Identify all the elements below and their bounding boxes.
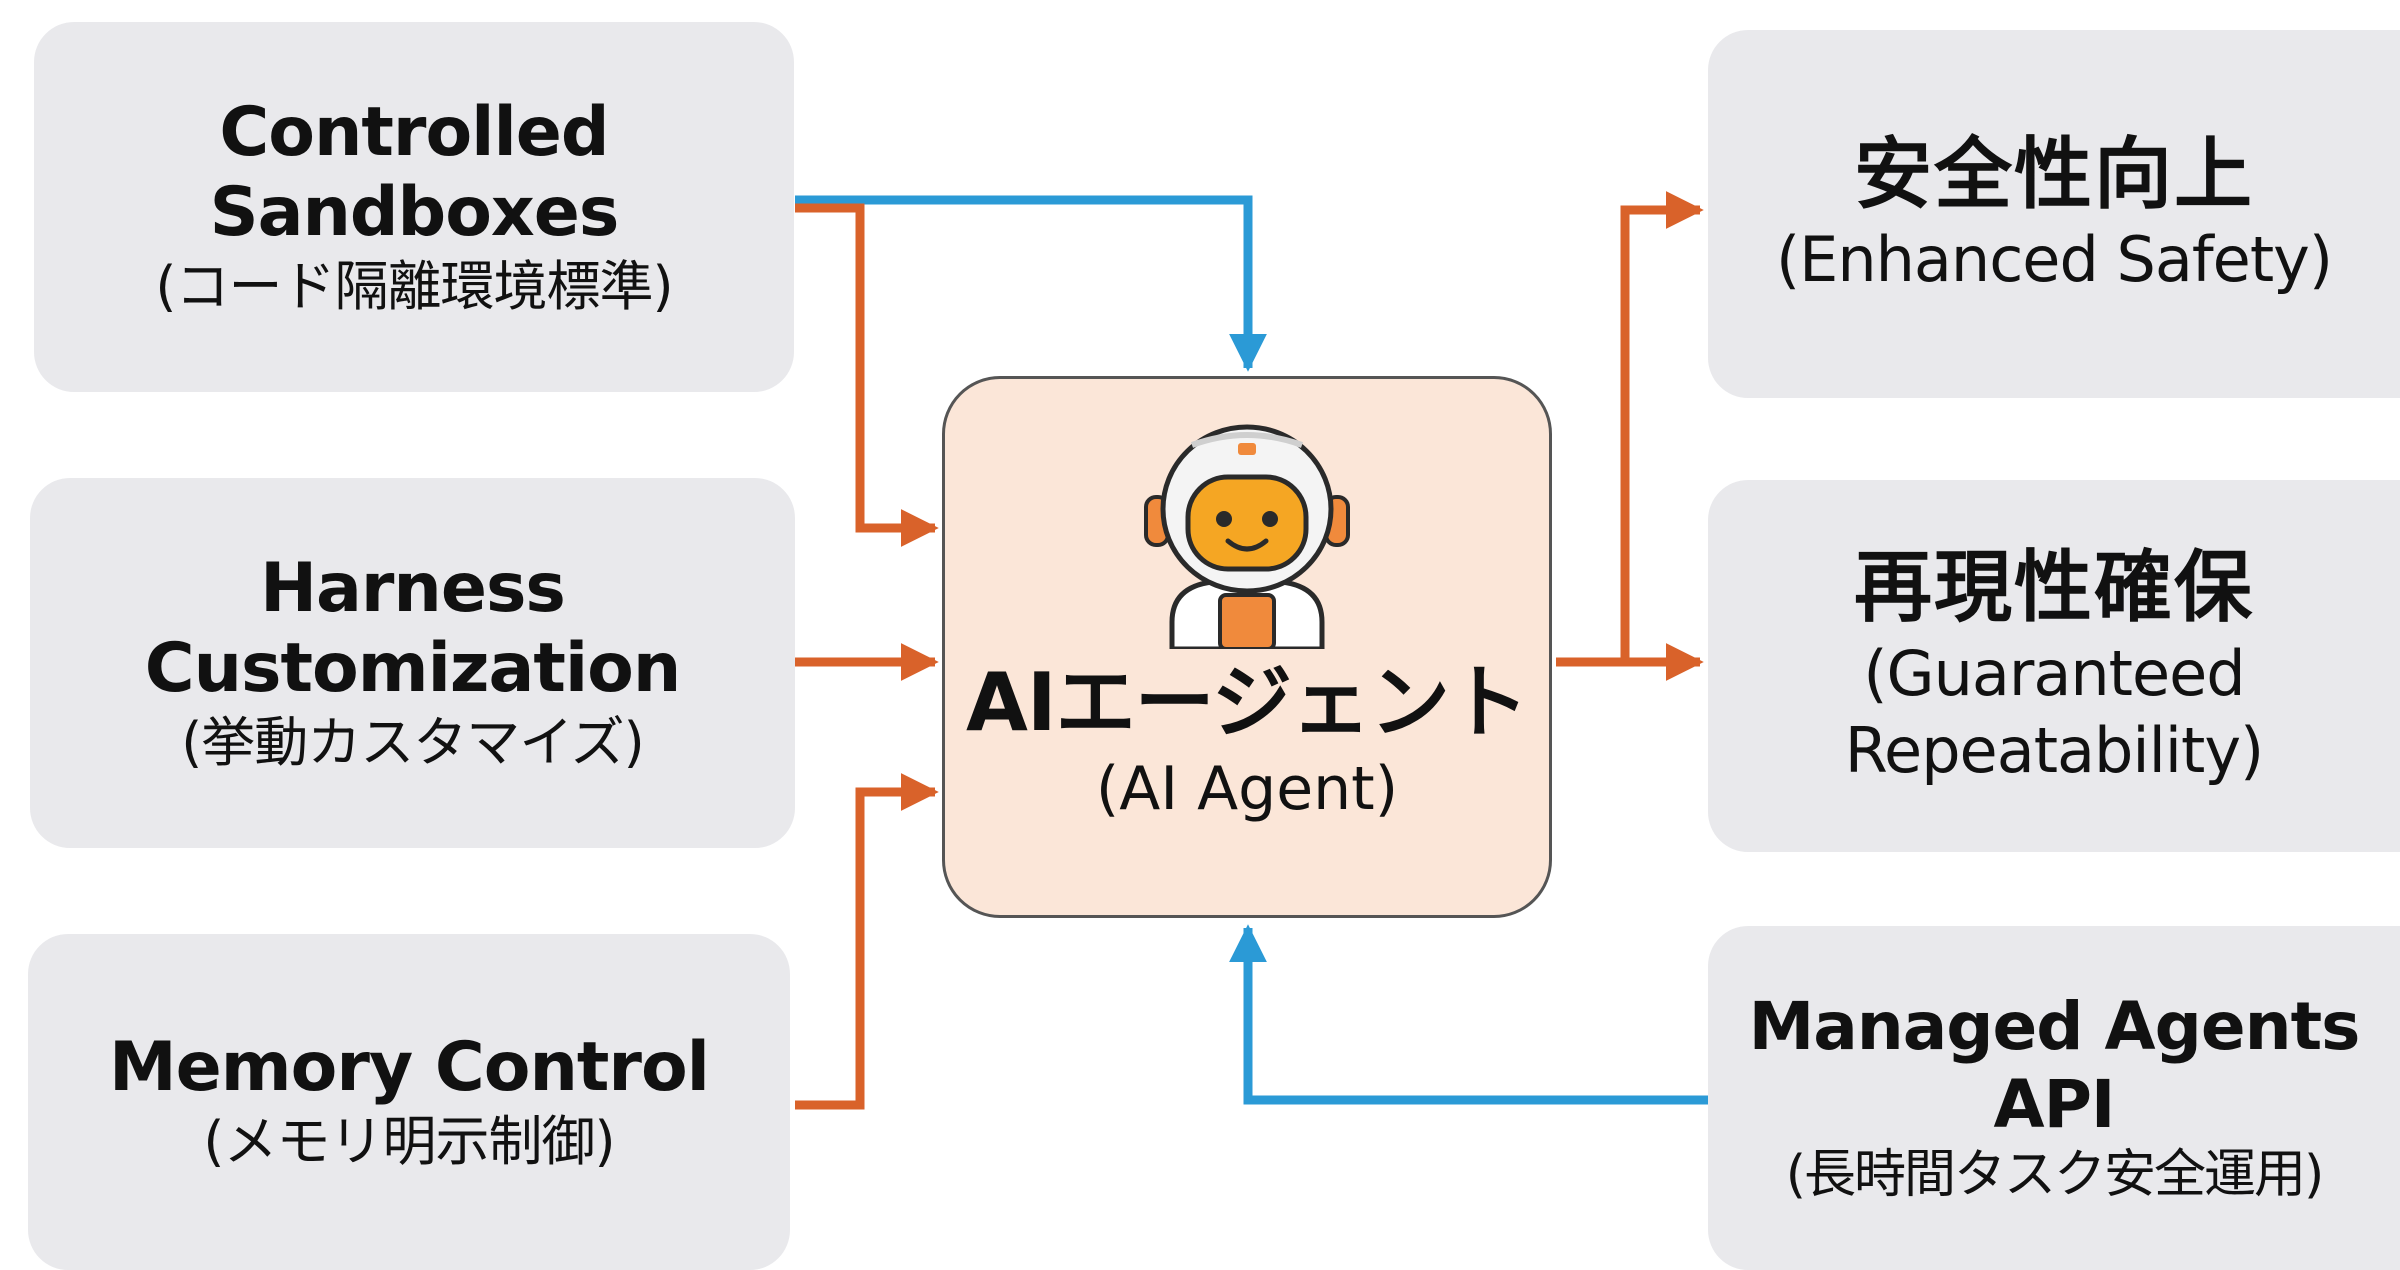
box-harness-customization: Harness Customization (挙動カスタマイズ) [30, 478, 795, 848]
box-subtitle: (Guaranteed Repeatability) [1844, 636, 2264, 788]
box-controlled-sandboxes: Controlled Sandboxes (コード隔離環境標準) [34, 22, 794, 392]
box-subtitle: (コード隔離環境標準) [155, 255, 673, 319]
arrow-agent-to-safety [1556, 191, 1704, 667]
box-managed-agents-api: Managed Agents API (長時間タスク安全運用) [1708, 926, 2400, 1270]
box-subtitle: (長時間タスク安全運用) [1785, 1145, 2325, 1206]
box-title: 安全性向上 [1853, 130, 2254, 221]
arrow-memory-to-agent [795, 773, 939, 1110]
arrow-sandboxes-to-agent-orange [795, 203, 939, 547]
box-subtitle: (メモリ明示制御) [203, 1110, 615, 1174]
arrow-managed-api-to-agent [1229, 924, 1712, 1105]
box-title: Controlled Sandboxes [209, 93, 620, 253]
arrow-sandboxes-to-agent-blue [795, 195, 1267, 372]
box-subtitle: (Enhanced Safety) [1775, 223, 2333, 297]
box-title: Harness Customization [144, 549, 682, 709]
center-subtitle: (AI Agent) [1095, 754, 1399, 824]
robot-astronaut-icon [1144, 424, 1350, 649]
center-title: AIエージェント [965, 656, 1529, 749]
box-memory-control: Memory Control (メモリ明示制御) [28, 934, 790, 1270]
box-title: 再現性確保 [1853, 543, 2254, 634]
box-title: Memory Control [109, 1028, 710, 1108]
box-enhanced-safety: 安全性向上 (Enhanced Safety) [1708, 30, 2400, 398]
box-guaranteed-repeatability: 再現性確保 (Guaranteed Repeatability) [1708, 480, 2400, 852]
ai-agent-node: AIエージェント (AI Agent) [942, 376, 1552, 918]
box-title: Managed Agents API [1748, 987, 2361, 1143]
box-subtitle: (挙動カスタマイズ) [181, 711, 645, 775]
